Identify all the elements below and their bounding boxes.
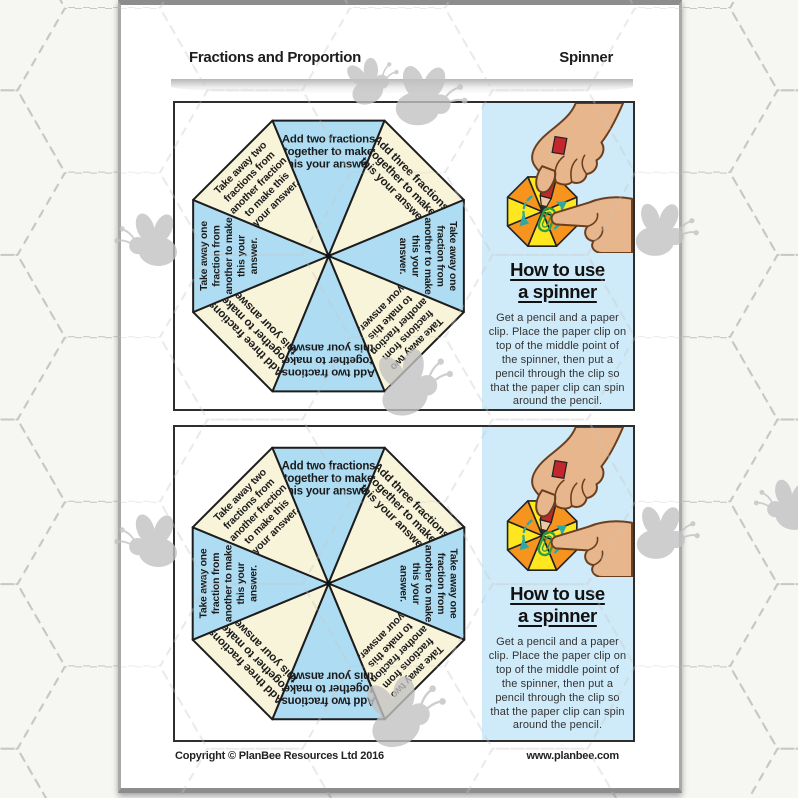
howto-heading-line1: How to use — [510, 583, 605, 604]
pencil-top — [551, 135, 568, 155]
pencil-top — [551, 459, 568, 479]
howto-illustration — [506, 427, 633, 577]
howto-illustration — [506, 103, 633, 253]
page-title: Fractions and Proportion — [189, 49, 361, 66]
howto-heading: How to use a spinner — [510, 259, 605, 303]
spinner-center-dot — [325, 253, 332, 259]
howto-column: How to use a spinner Get a pencil and a … — [482, 427, 633, 740]
hand-holding-pencil — [531, 103, 625, 194]
page-subtitle: Spinner — [559, 49, 613, 66]
howto-instructions: Get a pencil and a paper clip. Place the… — [488, 635, 627, 732]
howto-heading-line2: a spinner — [518, 280, 597, 302]
howto-heading-line2: a spinner — [518, 604, 597, 626]
worksheet-page: Fractions and Proportion Spinner Add two… — [118, 0, 682, 793]
howto-heading-line1: How to use — [510, 259, 605, 280]
header-shadow — [171, 79, 633, 94]
howto-heading: How to use a spinner — [510, 583, 605, 627]
copyright-text: Copyright © PlanBee Resources Ltd 2016 — [175, 750, 384, 762]
howto-instructions: Get a pencil and a paper clip. Place the… — [488, 311, 627, 408]
hand-holding-pencil — [531, 427, 625, 518]
website-text: www.planbee.com — [526, 750, 619, 762]
spinner-center-dot — [325, 580, 332, 587]
bee-icon — [753, 477, 798, 533]
howto-column: How to use a spinner Get a pencil and a … — [482, 103, 633, 409]
